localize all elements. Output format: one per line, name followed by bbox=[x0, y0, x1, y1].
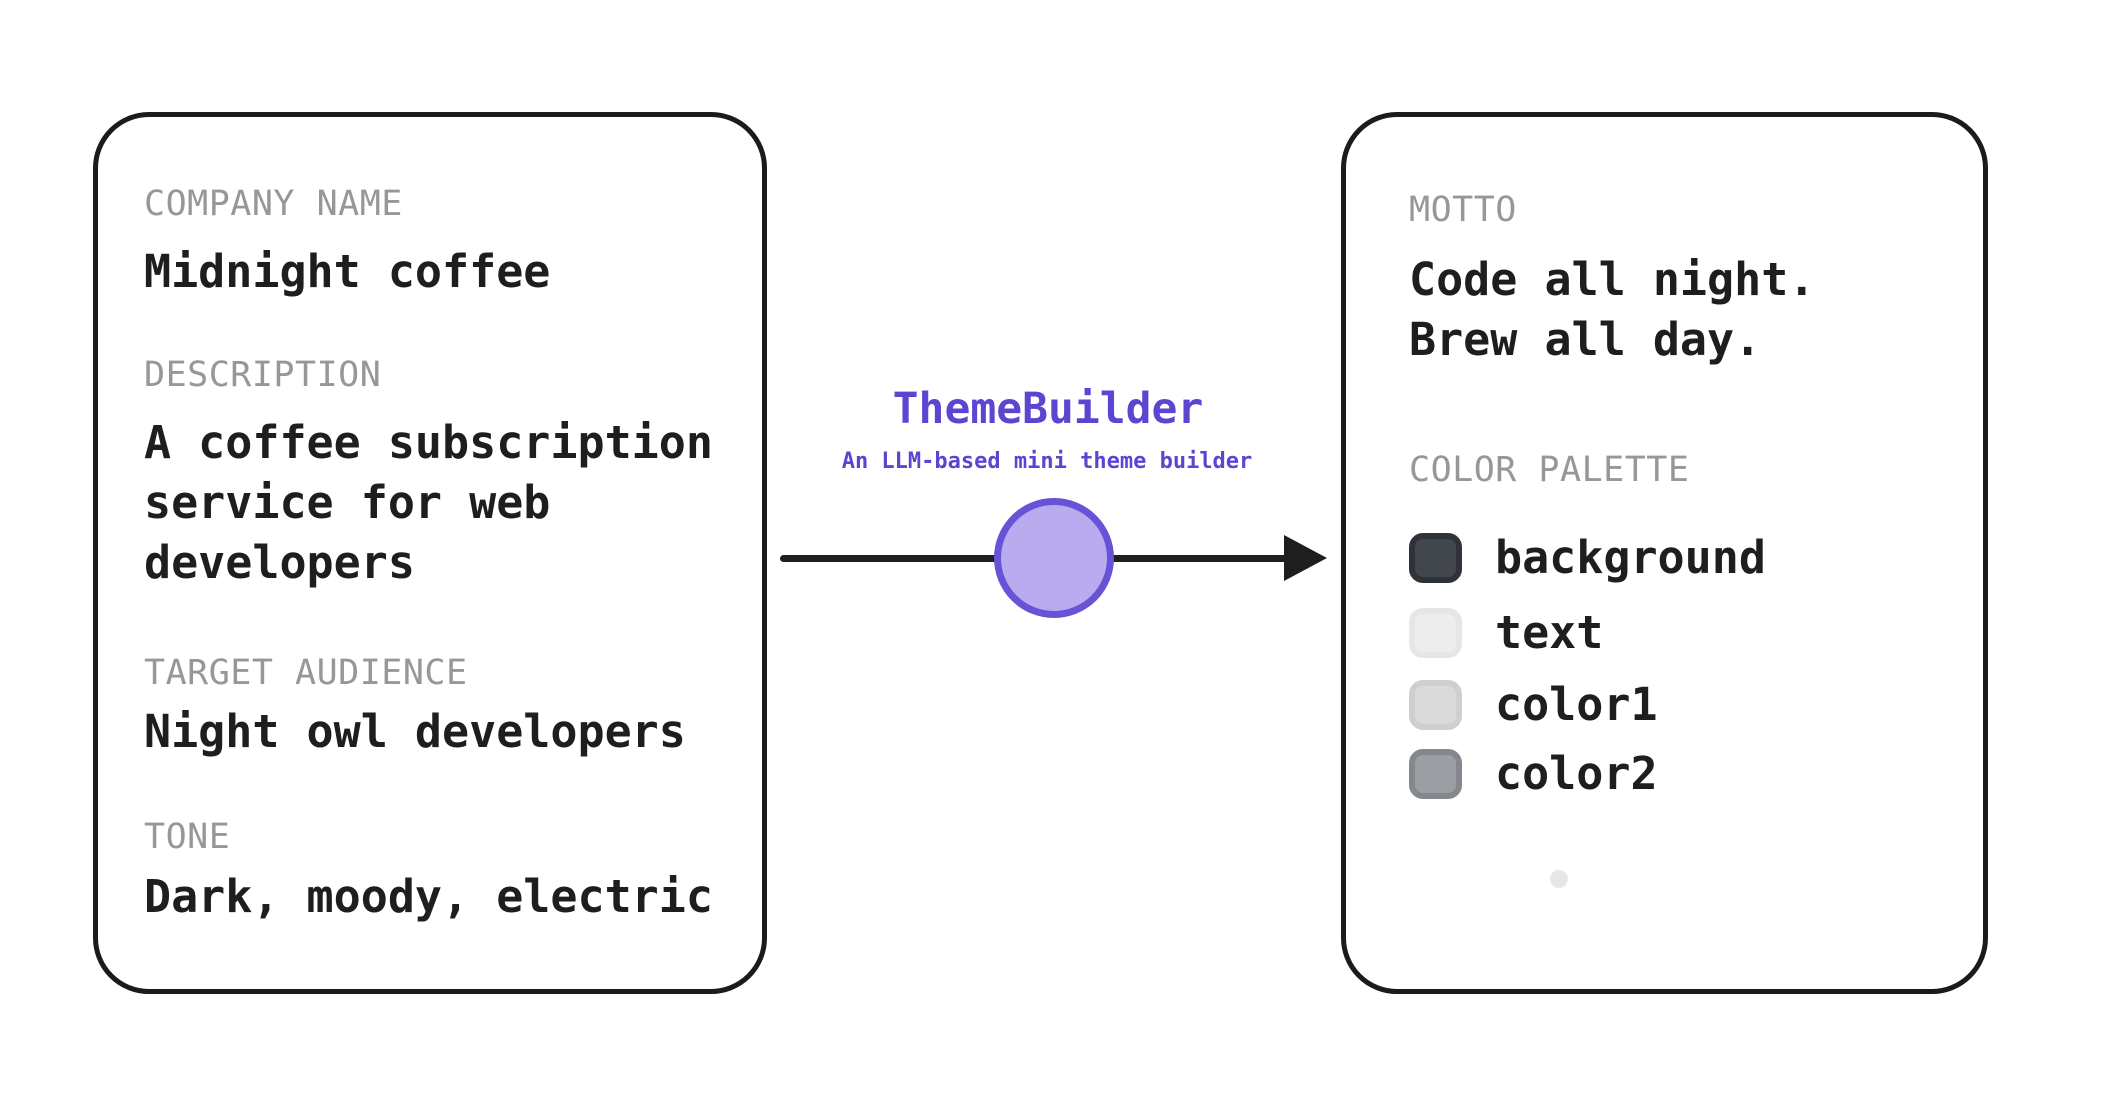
field-value-target-audience: Night owl developers bbox=[144, 705, 686, 758]
color-name-color1: color1 bbox=[1495, 678, 1658, 731]
color-name-text: text bbox=[1495, 606, 1604, 659]
field-label-target-audience: TARGET AUDIENCE bbox=[144, 653, 468, 693]
palette-row-text: text bbox=[1409, 608, 1603, 658]
builder-title: ThemeBuilder bbox=[892, 384, 1204, 434]
color-name-color2: color2 bbox=[1495, 747, 1658, 800]
palette-row-background: background bbox=[1409, 533, 1766, 583]
color-swatch-background bbox=[1409, 533, 1462, 583]
palette-row-color1: color1 bbox=[1409, 680, 1658, 730]
palette-label: COLOR PALETTE bbox=[1409, 450, 1690, 490]
color-swatch-color2 bbox=[1409, 749, 1462, 799]
color-swatch-text bbox=[1409, 608, 1462, 658]
field-value-tone: Dark, moody, electric bbox=[144, 870, 713, 923]
builder-subtitle: An LLM-based mini theme builder bbox=[841, 449, 1253, 474]
faint-dot bbox=[1550, 870, 1568, 888]
motto-label: MOTTO bbox=[1409, 190, 1517, 230]
builder-node-circle bbox=[994, 498, 1114, 618]
field-label-tone: TONE bbox=[144, 817, 231, 857]
color-swatch-color1 bbox=[1409, 680, 1462, 730]
field-label-description: DESCRIPTION bbox=[144, 355, 382, 395]
field-label-company-name: COMPANY NAME bbox=[144, 184, 403, 224]
field-value-company-name: Midnight coffee bbox=[144, 245, 551, 298]
motto-value: Code all night. Brew all day. bbox=[1409, 253, 1816, 366]
palette-row-color2: color2 bbox=[1409, 749, 1658, 799]
input-brief-card bbox=[93, 112, 767, 994]
field-value-description: A coffee subscription service for web de… bbox=[144, 416, 713, 589]
flow-arrow-head-icon bbox=[1284, 535, 1327, 581]
color-name-background: background bbox=[1495, 531, 1766, 584]
